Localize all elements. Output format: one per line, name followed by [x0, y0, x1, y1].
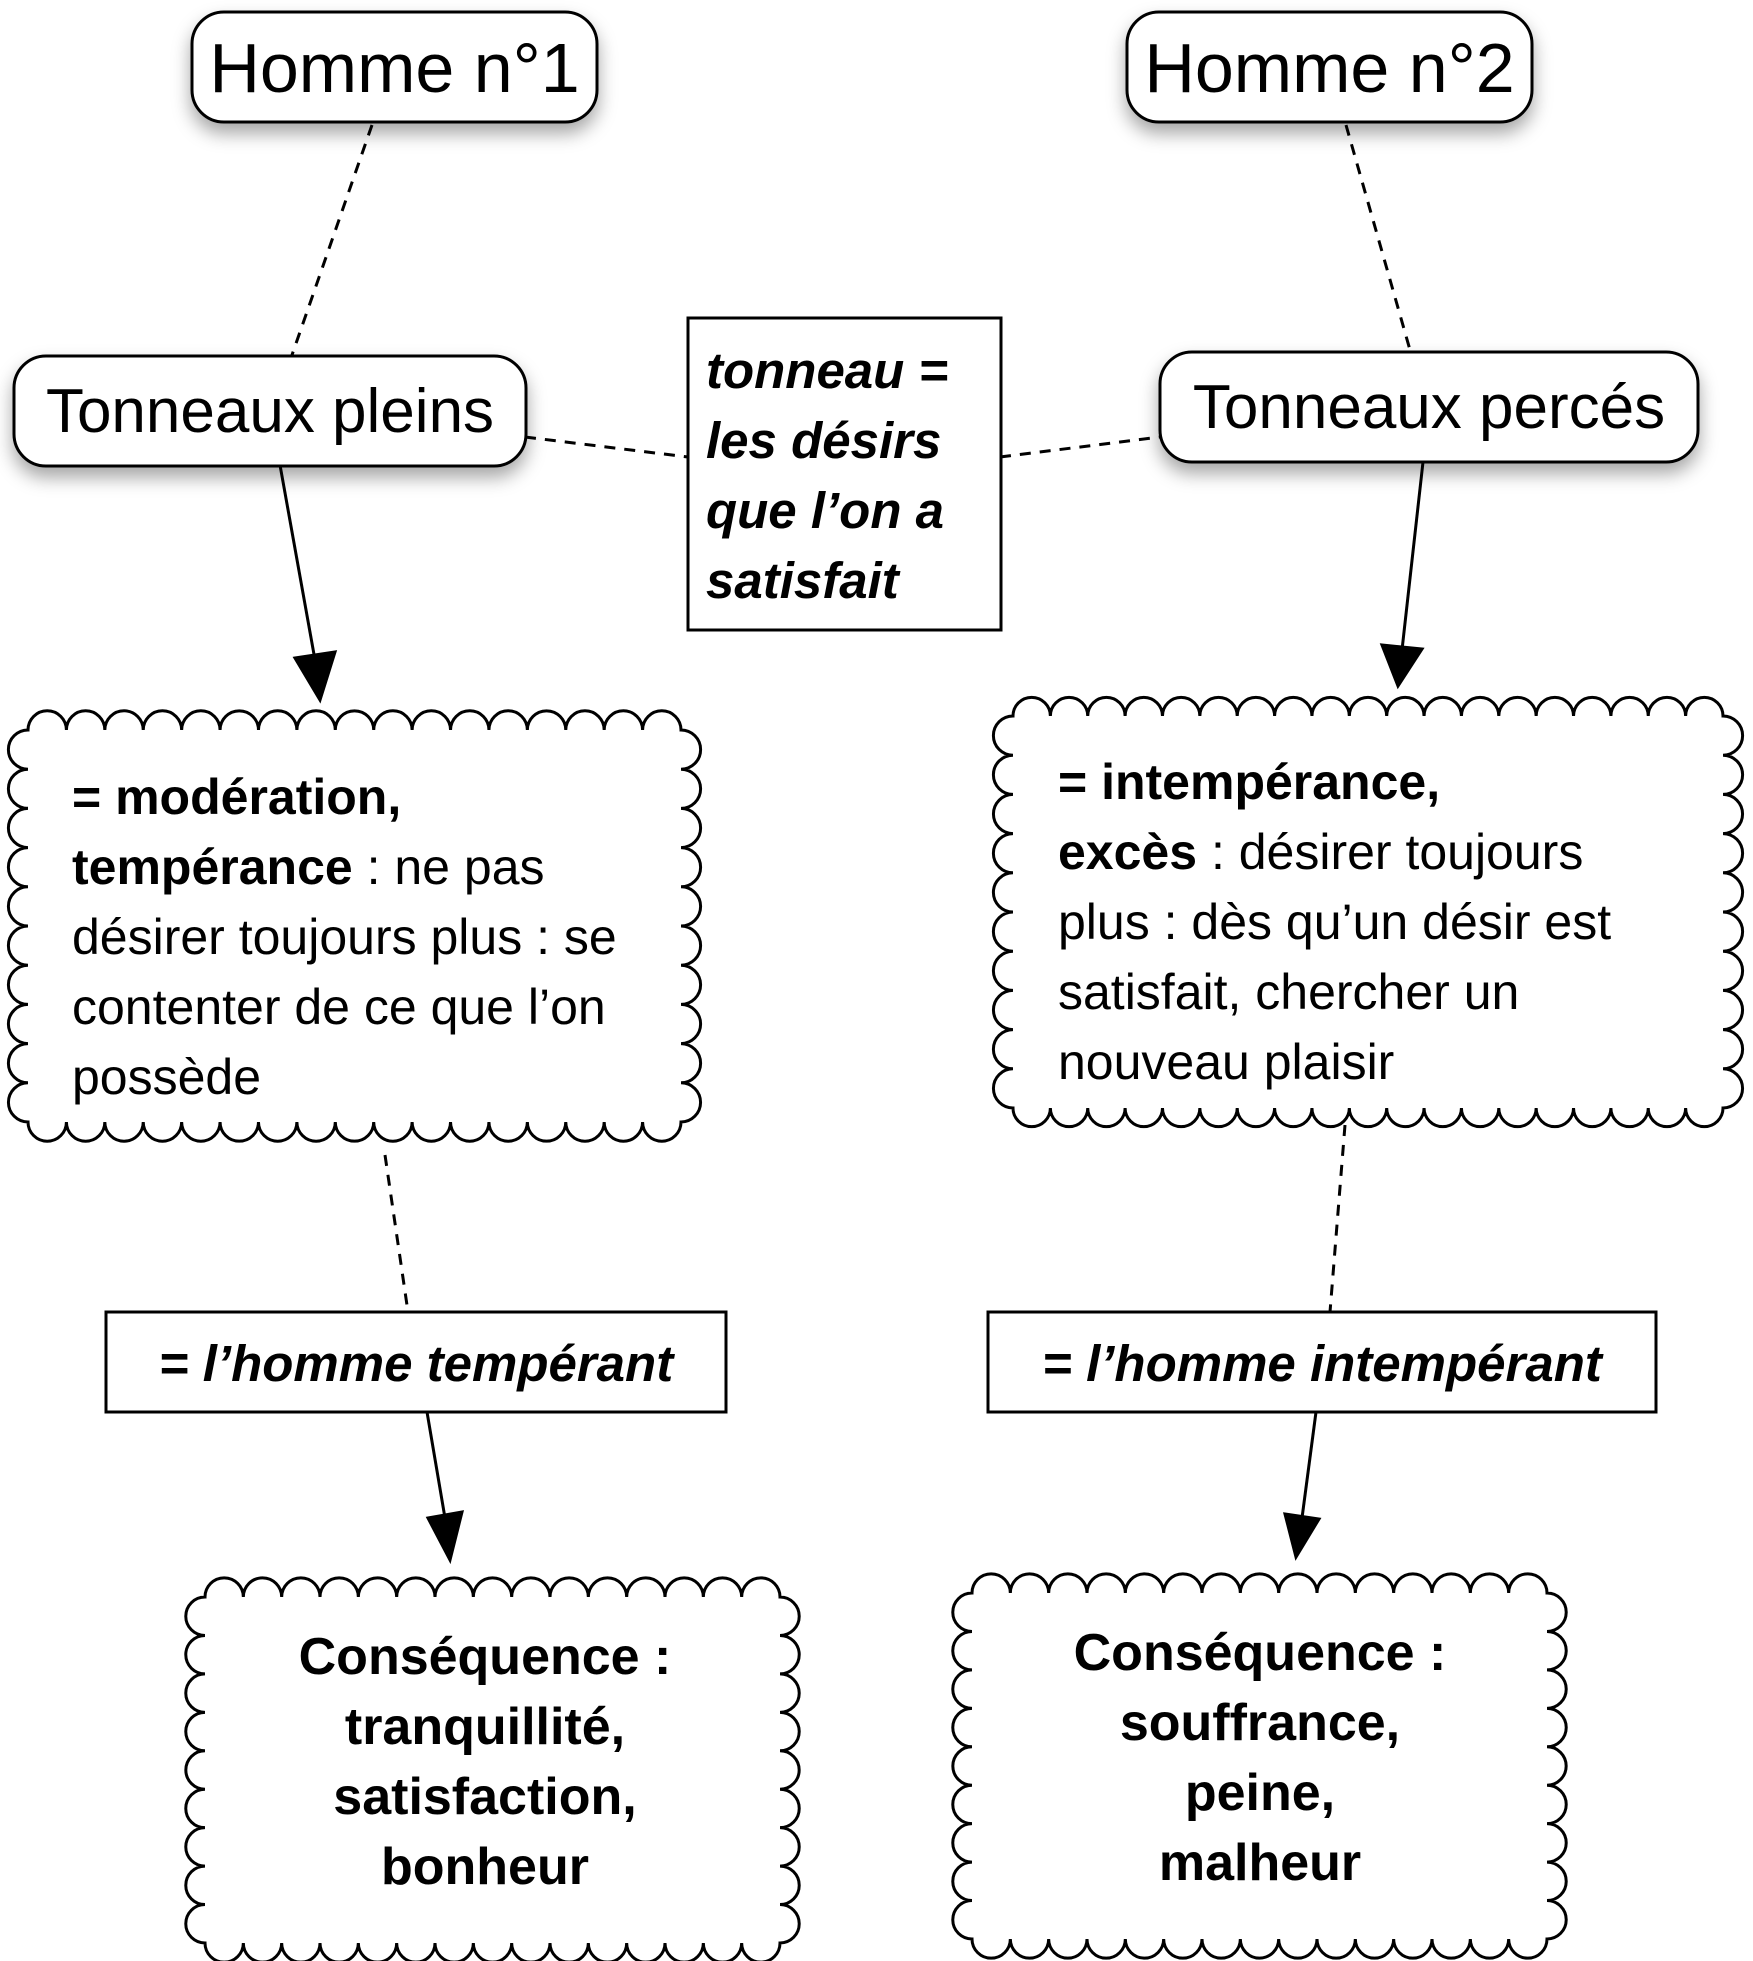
rounded-nodes: [12, 10, 1700, 468]
arrow-tonneaux-pleins-to-moderation-head: [292, 650, 338, 704]
homme2-label: Homme n°2: [1144, 29, 1515, 107]
consequence-temperant-text: Conséquence : tranquillité, satisfaction…: [240, 1622, 730, 1902]
homme-temperant-box: [104, 1310, 728, 1414]
tonneaux-pleins-label: Tonneaux pleins: [45, 377, 495, 446]
dashed-link-moderation-homme-temperant: [383, 1154, 410, 1313]
consequence-line: souffrance,: [1119, 1694, 1401, 1752]
intemperance-keyword: = intempérance,: [1058, 754, 1441, 810]
homme-temperant-label: = l’homme tempérant: [158, 1335, 674, 1392]
consequence-line: tranquillité,: [344, 1698, 626, 1756]
tonneaux-perces-label: Tonneaux percés: [1192, 373, 1666, 442]
arrow-homme-temperant-to-consequence: [425, 1411, 447, 1519]
arrow-homme-intemperant-to-consequence: [1300, 1411, 1318, 1519]
consequence-line: peine,: [1184, 1764, 1336, 1822]
definition-text: tonneau = les désirs que l’on a satisfai…: [706, 336, 996, 616]
homme-intemperant-box: [986, 1310, 1658, 1414]
arrow-homme-intemperant-to-consequence-head: [1282, 1512, 1322, 1561]
definition-box: [686, 316, 1003, 632]
dashed-link-definition-tonneaux-perces: [999, 435, 1161, 459]
moderation-keywords: = modération, tempérance: [72, 769, 402, 895]
dashed-link-tonneaux-pleins-definition: [524, 435, 689, 459]
arrows: [278, 461, 1425, 1565]
homme1-box: [190, 10, 599, 124]
consequence-line: bonheur: [381, 1838, 589, 1896]
moderation-description: : ne pas désirer toujours plus : se cont…: [72, 839, 617, 1105]
arrow-tonneaux-pleins-to-moderation: [278, 464, 317, 661]
consequence-line: malheur: [1158, 1834, 1362, 1892]
dashed-link-homme1-tonneaux-pleins: [290, 124, 374, 356]
definition-line: tonneau =: [706, 342, 949, 399]
definition-line: les désirs: [706, 412, 942, 469]
dashed-link-homme2-tonneaux-perces: [1344, 124, 1412, 351]
arrow-tonneaux-perces-to-intemperance-head: [1379, 643, 1425, 690]
homme1-label: Homme n°1: [209, 29, 580, 107]
dashed-link-intemperance-homme-intemperant: [1328, 1124, 1347, 1313]
definition-line: que l’on a: [706, 482, 945, 539]
arrow-homme-temperant-to-consequence-head: [425, 1510, 465, 1565]
consequence-temperant-cloud: [184, 1576, 801, 1961]
intemperance-text: = intempérance, excès : désirer toujours…: [1058, 747, 1688, 1097]
moderation-text: = modération, tempérance : ne pas désire…: [72, 762, 672, 1112]
tonneaux-pleins-box: [12, 354, 528, 468]
clouds: [6, 695, 1745, 1961]
connectors: [290, 124, 1412, 1313]
tonneaux-perces-box: [1158, 350, 1700, 464]
homme2-box: [1125, 10, 1534, 124]
intemperance-cloud: [991, 695, 1745, 1129]
exces-keyword: excès: [1058, 824, 1198, 880]
consequence-line: satisfaction,: [333, 1768, 637, 1826]
label-boxes: [104, 316, 1658, 1414]
consequence-intemperant-cloud: [951, 1572, 1568, 1960]
arrow-tonneaux-perces-to-intemperance: [1400, 461, 1425, 651]
consequence-line: Conséquence :: [298, 1628, 672, 1686]
consequence-intemperant-text: Conséquence : souffrance, peine, malheur: [1010, 1618, 1510, 1898]
intemperance-description: : désirer toujours plus : dès qu’un dési…: [1058, 824, 1612, 1090]
homme-intemperant-label: = l’homme intempérant: [1042, 1335, 1602, 1392]
definition-line: satisfait: [706, 552, 899, 609]
consequence-line: Conséquence :: [1073, 1624, 1447, 1682]
moderation-cloud: [6, 709, 703, 1143]
